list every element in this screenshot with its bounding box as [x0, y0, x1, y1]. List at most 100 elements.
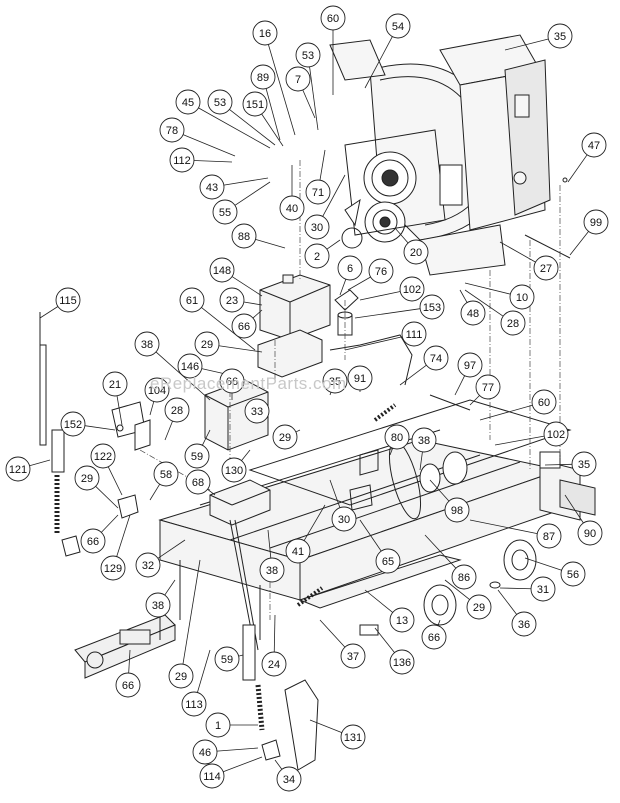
- callout-number: 111: [406, 329, 423, 341]
- callout-number: 76: [375, 266, 387, 278]
- callout-number: 131: [344, 732, 362, 744]
- callout-136: 136: [375, 628, 414, 674]
- callout-58: 58: [150, 462, 178, 500]
- leader-line: [365, 590, 393, 612]
- callout-number: 16: [259, 28, 271, 40]
- leader-line: [235, 182, 270, 205]
- leader-line: [274, 615, 275, 652]
- leader-line: [96, 486, 118, 508]
- leader-line: [500, 588, 531, 589]
- callout-number: 29: [473, 602, 485, 614]
- leader-line: [568, 155, 587, 182]
- leader-line: [320, 150, 325, 180]
- callout-28: 28: [165, 398, 189, 440]
- callout-number: 61: [186, 295, 198, 307]
- callout-number: 97: [464, 360, 476, 372]
- leader-line: [101, 515, 118, 532]
- leader-line: [150, 484, 160, 500]
- callout-number: 2: [314, 251, 320, 263]
- callout-number: 27: [540, 263, 552, 275]
- callout-number: 30: [311, 222, 323, 234]
- callout-71: 71: [306, 150, 330, 204]
- leader-line: [241, 450, 250, 461]
- callout-number: 29: [81, 473, 93, 485]
- callout-number: 99: [590, 217, 602, 229]
- callout-29: 29: [273, 425, 300, 449]
- callout-number: 35: [554, 31, 566, 43]
- callout-number: 1: [215, 720, 221, 732]
- callout-number: 148: [213, 265, 231, 277]
- callout-number: 29: [279, 432, 291, 444]
- leader-line: [262, 114, 283, 146]
- callout-number: 86: [458, 572, 470, 584]
- callout-2: 2: [305, 240, 340, 268]
- callout-number: 33: [251, 406, 263, 418]
- callout-129: 129: [101, 515, 130, 580]
- callout-37: 37: [320, 620, 365, 668]
- leader-line: [355, 309, 420, 318]
- callout-number: 32: [142, 560, 154, 572]
- callout-number: 80: [391, 432, 403, 444]
- callout-number: 66: [428, 632, 440, 644]
- leader-line: [275, 760, 282, 769]
- leader-line: [165, 421, 173, 440]
- callout-number: 45: [182, 97, 194, 109]
- leader-line: [465, 283, 510, 294]
- callout-number: 59: [191, 451, 203, 463]
- callout-number: 21: [109, 379, 121, 391]
- callout-66: 66: [81, 515, 118, 553]
- fuel-tank: [258, 275, 330, 377]
- callout-121: 121: [6, 457, 50, 481]
- callout-number: 38: [141, 339, 153, 351]
- callout-number: 60: [327, 13, 339, 25]
- callout-number: 31: [537, 584, 549, 596]
- leader-line: [400, 365, 426, 385]
- callout-31: 31: [500, 577, 555, 601]
- callout-number: 66: [87, 536, 99, 548]
- leader-line: [256, 239, 285, 248]
- blade-guard: [330, 35, 550, 275]
- leader-line: [30, 460, 50, 466]
- leader-line: [219, 346, 262, 352]
- leader-line: [40, 306, 58, 318]
- callout-number: 151: [246, 99, 264, 111]
- callout-number: 38: [266, 565, 278, 577]
- callout-number: 136: [393, 657, 411, 669]
- leader-line: [455, 376, 465, 395]
- leader-line: [165, 580, 175, 595]
- callout-131: 131: [310, 720, 365, 749]
- callout-99: 99: [570, 210, 608, 255]
- callout-68: 68: [186, 470, 215, 495]
- callout-47: 47: [568, 133, 606, 182]
- callout-number: 146: [181, 361, 199, 373]
- callout-number: 90: [584, 528, 596, 540]
- leader-line: [345, 337, 402, 350]
- leader-line: [244, 302, 262, 305]
- leader-line: [375, 628, 395, 653]
- callout-91: 91: [348, 366, 372, 392]
- callout-number: 74: [430, 353, 442, 365]
- callout-number: 20: [410, 247, 422, 259]
- callout-number: 46: [199, 747, 211, 759]
- callout-number: 56: [567, 569, 579, 581]
- filter-cup: [335, 290, 358, 335]
- lift-handle: [40, 345, 80, 556]
- callout-number: 48: [467, 308, 479, 320]
- leader-line: [310, 67, 318, 130]
- callout-152: 152: [61, 412, 115, 436]
- callout-40: 40: [280, 165, 304, 220]
- leader-line: [360, 291, 400, 300]
- callout-24: 24: [262, 615, 286, 676]
- leader-line: [320, 620, 345, 647]
- leader-line: [460, 290, 467, 303]
- leader-line: [183, 560, 200, 664]
- callout-number: 6: [347, 263, 353, 275]
- callout-number: 28: [507, 318, 519, 330]
- callout-number: 7: [295, 74, 301, 86]
- callout-number: 38: [152, 600, 164, 612]
- callout-number: 29: [175, 671, 187, 683]
- callout-29: 29: [195, 332, 262, 356]
- leader-line: [570, 231, 589, 255]
